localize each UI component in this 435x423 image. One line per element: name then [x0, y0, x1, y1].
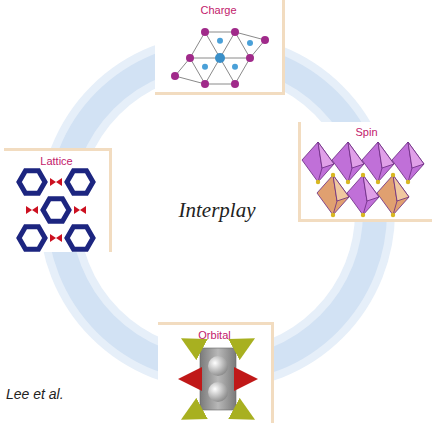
charge-atoms	[171, 28, 269, 88]
lattice-panel: Lattice	[4, 148, 112, 252]
orbital-figure	[186, 342, 250, 416]
lattice-figure	[19, 171, 93, 250]
panel-heading: Orbital	[158, 325, 271, 341]
charge-panel: Charge	[155, 0, 285, 95]
panel-heading: Charge	[155, 0, 282, 16]
orbital-panel: Orbital	[158, 322, 274, 423]
spin-octahedra	[302, 142, 424, 215]
spin-atoms	[316, 173, 410, 217]
center-title: Interplay	[179, 198, 256, 223]
panel-heading: Lattice	[4, 151, 109, 167]
charge-lattice	[175, 32, 265, 84]
citation: Lee et al.	[6, 386, 64, 402]
panel-heading: Spin	[301, 122, 432, 138]
spin-panel: Spin	[298, 122, 432, 222]
